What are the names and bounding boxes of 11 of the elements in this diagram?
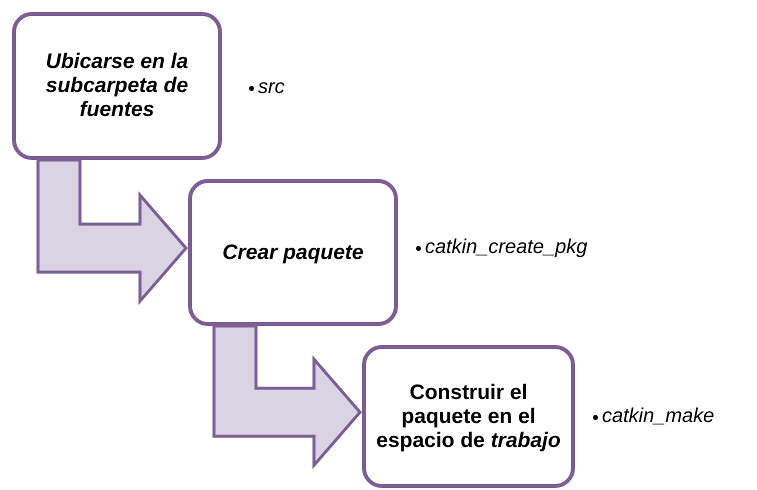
process-box: [12, 12, 222, 160]
step-text: Crear paquete: [222, 240, 364, 264]
step-text: Ubicarse en la subcarpeta de fuentes: [44, 50, 190, 122]
step-text: Construir el paquete en el espacio de trabajo: [375, 380, 562, 452]
bent-arrow: [36, 158, 188, 306]
bent-arrow: [212, 324, 362, 470]
command-text: catkin_make: [602, 405, 714, 428]
command-text: catkin_create_pkg: [425, 236, 588, 259]
command-text: src: [258, 76, 285, 99]
process-box: [362, 345, 575, 488]
process-box: [188, 179, 398, 326]
